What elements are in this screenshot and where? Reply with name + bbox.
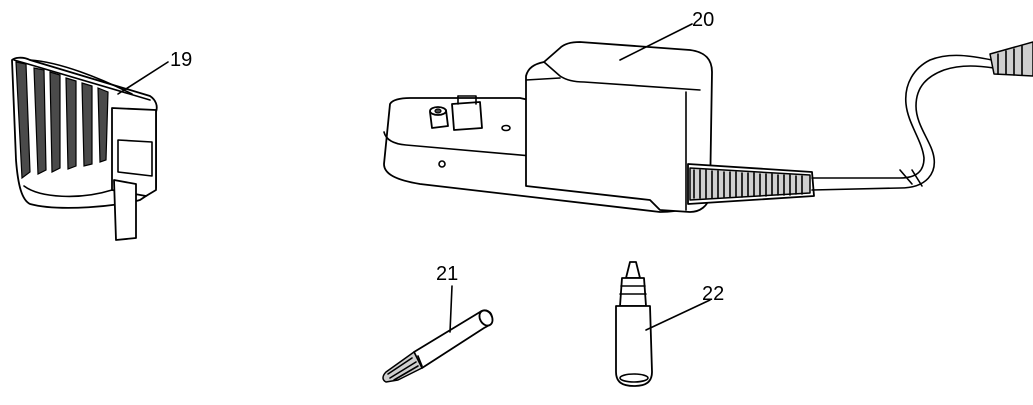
oil-bottle: [615, 261, 711, 387]
callout-19: 19: [170, 49, 192, 71]
charger-leader-line: [619, 23, 693, 61]
cleaning-brush: [382, 285, 494, 383]
oil-leader-line: [645, 299, 711, 331]
callout-21: 21: [436, 263, 458, 285]
comb-attachment: [11, 56, 169, 241]
callout-22: 22: [702, 283, 724, 305]
cable-strain-relief: [687, 163, 815, 205]
contact-pins: [429, 95, 483, 131]
brush-leader-line: [449, 285, 453, 333]
charging-stand: [383, 23, 1033, 213]
comb-leader-line: [117, 61, 169, 95]
callout-20: 20: [692, 9, 714, 31]
